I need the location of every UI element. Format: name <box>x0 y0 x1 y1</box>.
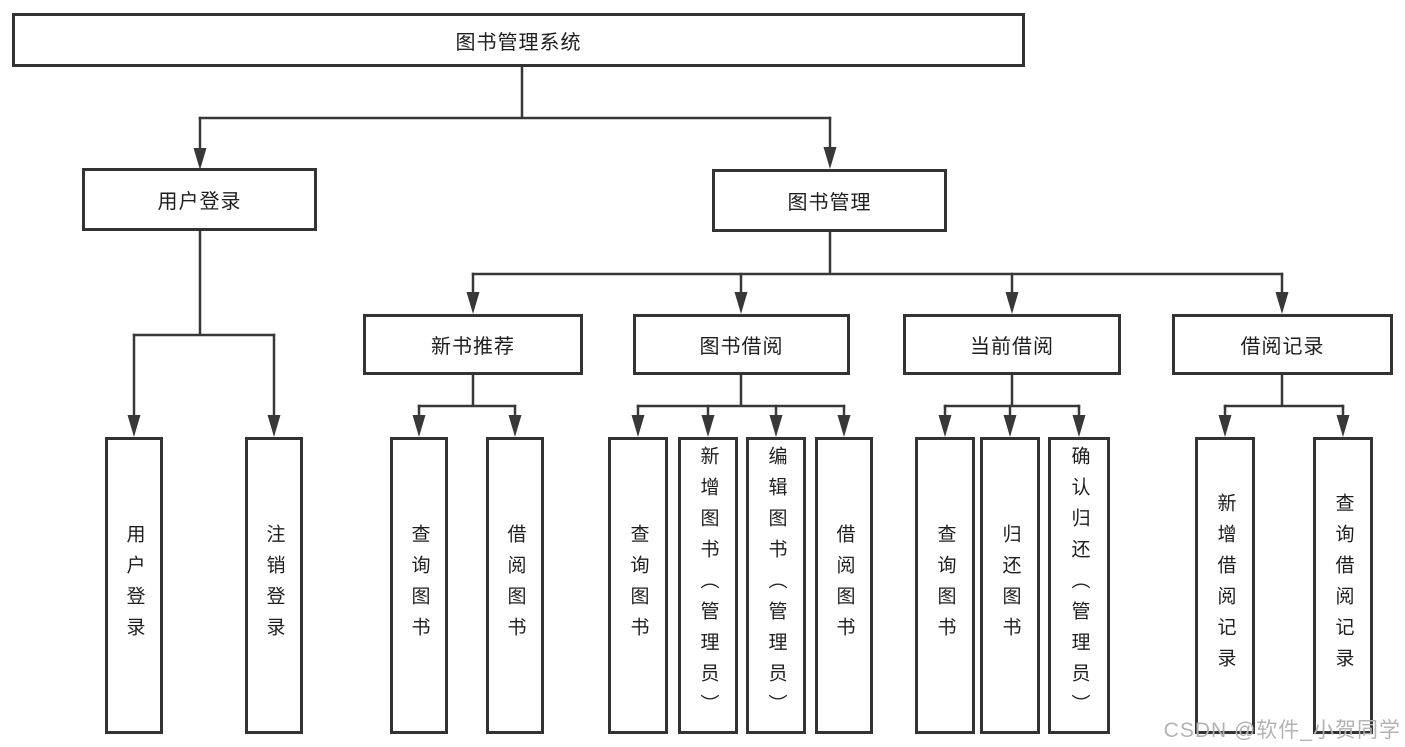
node-label: 用户登录 <box>123 523 145 648</box>
node-book-borrowing: 图书借阅 <box>633 314 850 375</box>
leaf-add-borrow-record: 新增借阅记录 <box>1195 437 1255 734</box>
node-label: 确认归还（管理员） <box>1068 446 1090 725</box>
leaf-query-books-current: 查询图书 <box>915 437 975 734</box>
node-label: 编辑图书（管理员） <box>765 446 787 725</box>
leaf-query-borrow-record: 查询借阅记录 <box>1313 437 1373 734</box>
node-current-borrowing: 当前借阅 <box>903 314 1121 375</box>
node-label: 归还图书 <box>999 523 1021 648</box>
node-label: 图书管理系统 <box>455 31 582 54</box>
node-label: 借阅图书 <box>833 523 855 648</box>
leaf-user-login: 用户登录 <box>105 437 163 734</box>
node-label: 图书借阅 <box>699 336 784 358</box>
leaf-logout: 注销登录 <box>245 437 303 734</box>
node-new-book-recommend: 新书推荐 <box>363 314 583 375</box>
node-user-login: 用户登录 <box>82 168 317 231</box>
watermark-text: CSDN @软件_小贺同学 <box>1163 719 1401 742</box>
leaf-query-books-borrowing: 查询图书 <box>608 437 668 734</box>
node-label: 当前借阅 <box>970 336 1054 358</box>
leaf-borrow-books: 借阅图书 <box>815 437 873 734</box>
node-label: 注销登录 <box>263 523 285 648</box>
leaf-return-books: 归还图书 <box>980 437 1040 734</box>
leaf-query-books-recommend: 查询图书 <box>390 437 448 734</box>
node-library-management-system: 图书管理系统 <box>12 13 1025 67</box>
node-label: 新增图书（管理员） <box>697 446 719 725</box>
node-label: 查询借阅记录 <box>1332 492 1354 679</box>
node-label: 图书管理 <box>787 192 872 214</box>
node-label: 用户登录 <box>157 191 242 213</box>
node-label: 借阅记录 <box>1240 336 1325 358</box>
node-label: 新增借阅记录 <box>1214 492 1236 679</box>
leaf-add-book-admin: 新增图书（管理员） <box>678 437 738 734</box>
node-label: 借阅图书 <box>504 523 526 648</box>
node-book-management: 图书管理 <box>712 169 947 232</box>
node-label: 新书推荐 <box>431 336 515 358</box>
node-label: 查询图书 <box>934 523 956 648</box>
node-label: 查询图书 <box>627 523 649 648</box>
node-label: 查询图书 <box>408 523 430 648</box>
node-borrowing-records: 借阅记录 <box>1172 314 1393 375</box>
leaf-edit-book-admin: 编辑图书（管理员） <box>746 437 806 734</box>
leaf-confirm-return-admin: 确认归还（管理员） <box>1048 437 1110 734</box>
leaf-borrow-books-recommend: 借阅图书 <box>486 437 544 734</box>
